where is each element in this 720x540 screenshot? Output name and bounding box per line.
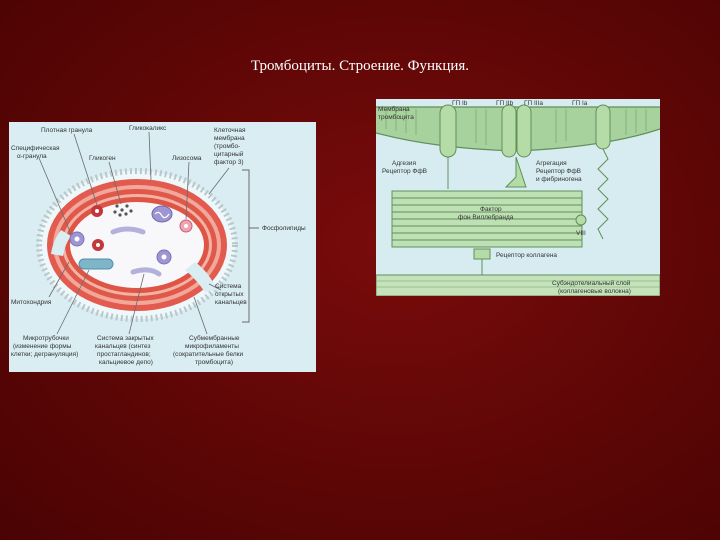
label-mitochondria: Митохондрия xyxy=(11,299,52,306)
label-alpha-granule: Специфическая α-гранула xyxy=(11,145,61,160)
label-gp-iib: ГП IIb xyxy=(496,100,514,107)
collagen-receptor xyxy=(474,249,490,259)
label-dense-granule: Плотная гранула xyxy=(41,127,93,134)
label-open-canalicular: Система открытых канальцев xyxy=(215,283,247,306)
label-glycogen: Гликоген xyxy=(89,155,116,162)
gp-iiia-receptor xyxy=(517,105,531,157)
label-collagen-receptor: Рецептор коллагена xyxy=(496,252,557,259)
label-phospholipids: Фосфолипиды xyxy=(262,225,306,232)
label-aggregation: Агрегация Рецептор ФфВ и фибриногена xyxy=(536,160,583,183)
platelet-structure-drawing: Плотная гранула Гликокаликс Клеточная ме… xyxy=(9,122,316,372)
label-gp-ib: ГП Ib xyxy=(452,100,468,107)
label-microfilaments: Субмембранные микрофиламенты (сократител… xyxy=(173,334,245,366)
platelet-adhesion-drawing: ГП Ib ГП IIb ГП IIIa ГП Ia Мембрана тром… xyxy=(376,99,660,296)
label-microtubules: Микротрубочки (изменение формы клетки; д… xyxy=(11,334,78,358)
label-gp-iiia: ГП IIIa xyxy=(524,100,543,107)
platelet-structure-figure: Плотная гранула Гликокаликс Клеточная ме… xyxy=(9,122,316,372)
cytoplasm xyxy=(70,202,204,288)
label-adhesion: Адгезия Рецептор ФфВ xyxy=(382,160,427,175)
gp-ib-receptor xyxy=(440,105,456,157)
microtubule-bundle xyxy=(79,259,113,269)
platelet-adhesion-figure: ГП Ib ГП IIb ГП IIIa ГП Ia Мембрана тром… xyxy=(376,99,660,296)
label-gp-ia: ГП Ia xyxy=(572,100,588,107)
label-factor-viii: VIII xyxy=(576,230,586,237)
label-cell-membrane: Клеточная мембрана (тромбо- цитарный фак… xyxy=(214,127,247,166)
gp-iib-receptor xyxy=(502,105,516,157)
label-glycocalyx: Гликокаликс xyxy=(129,125,167,132)
factor-viii xyxy=(576,215,586,225)
gp-ia-receptor xyxy=(596,105,610,149)
label-lysosome: Лизосома xyxy=(172,155,202,162)
slide-title: Тромбоциты. Строение. Функция. xyxy=(0,58,720,75)
label-closed-canalicular: Система закрытых канальцев (синтез прост… xyxy=(95,335,155,366)
